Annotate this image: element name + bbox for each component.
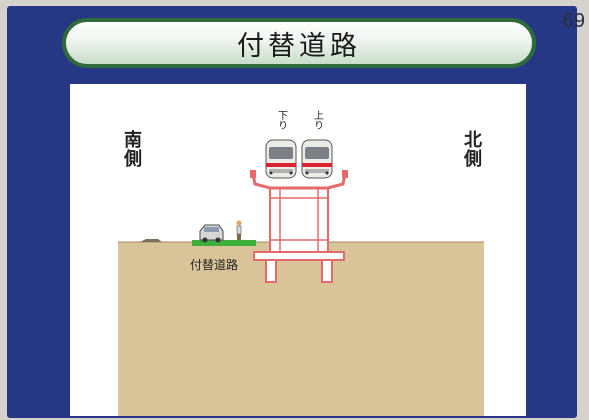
train-up-label: 上り [312,110,324,130]
car-icon [199,224,224,243]
north-side-label: 北側 [461,130,482,168]
relocated-road [192,240,256,246]
south-side-label: 南側 [121,130,142,168]
viaduct-structure [250,170,348,283]
ground-area [118,242,484,416]
page-number: 69 [562,10,585,32]
train-up [301,139,333,179]
slide-title: 付替道路 [237,30,361,62]
ground-mound [140,239,162,242]
train-down [265,139,297,179]
diagram-panel: 下り 上り 南側 北側 付替道路 [70,84,526,416]
cross-section-diagram: 下り 上り [118,110,484,416]
title-banner: 付替道路 [62,18,536,68]
pedestrian-icon [236,220,242,240]
road-label: 付替道路 [190,258,239,272]
train-down-label: 下り [276,110,288,130]
